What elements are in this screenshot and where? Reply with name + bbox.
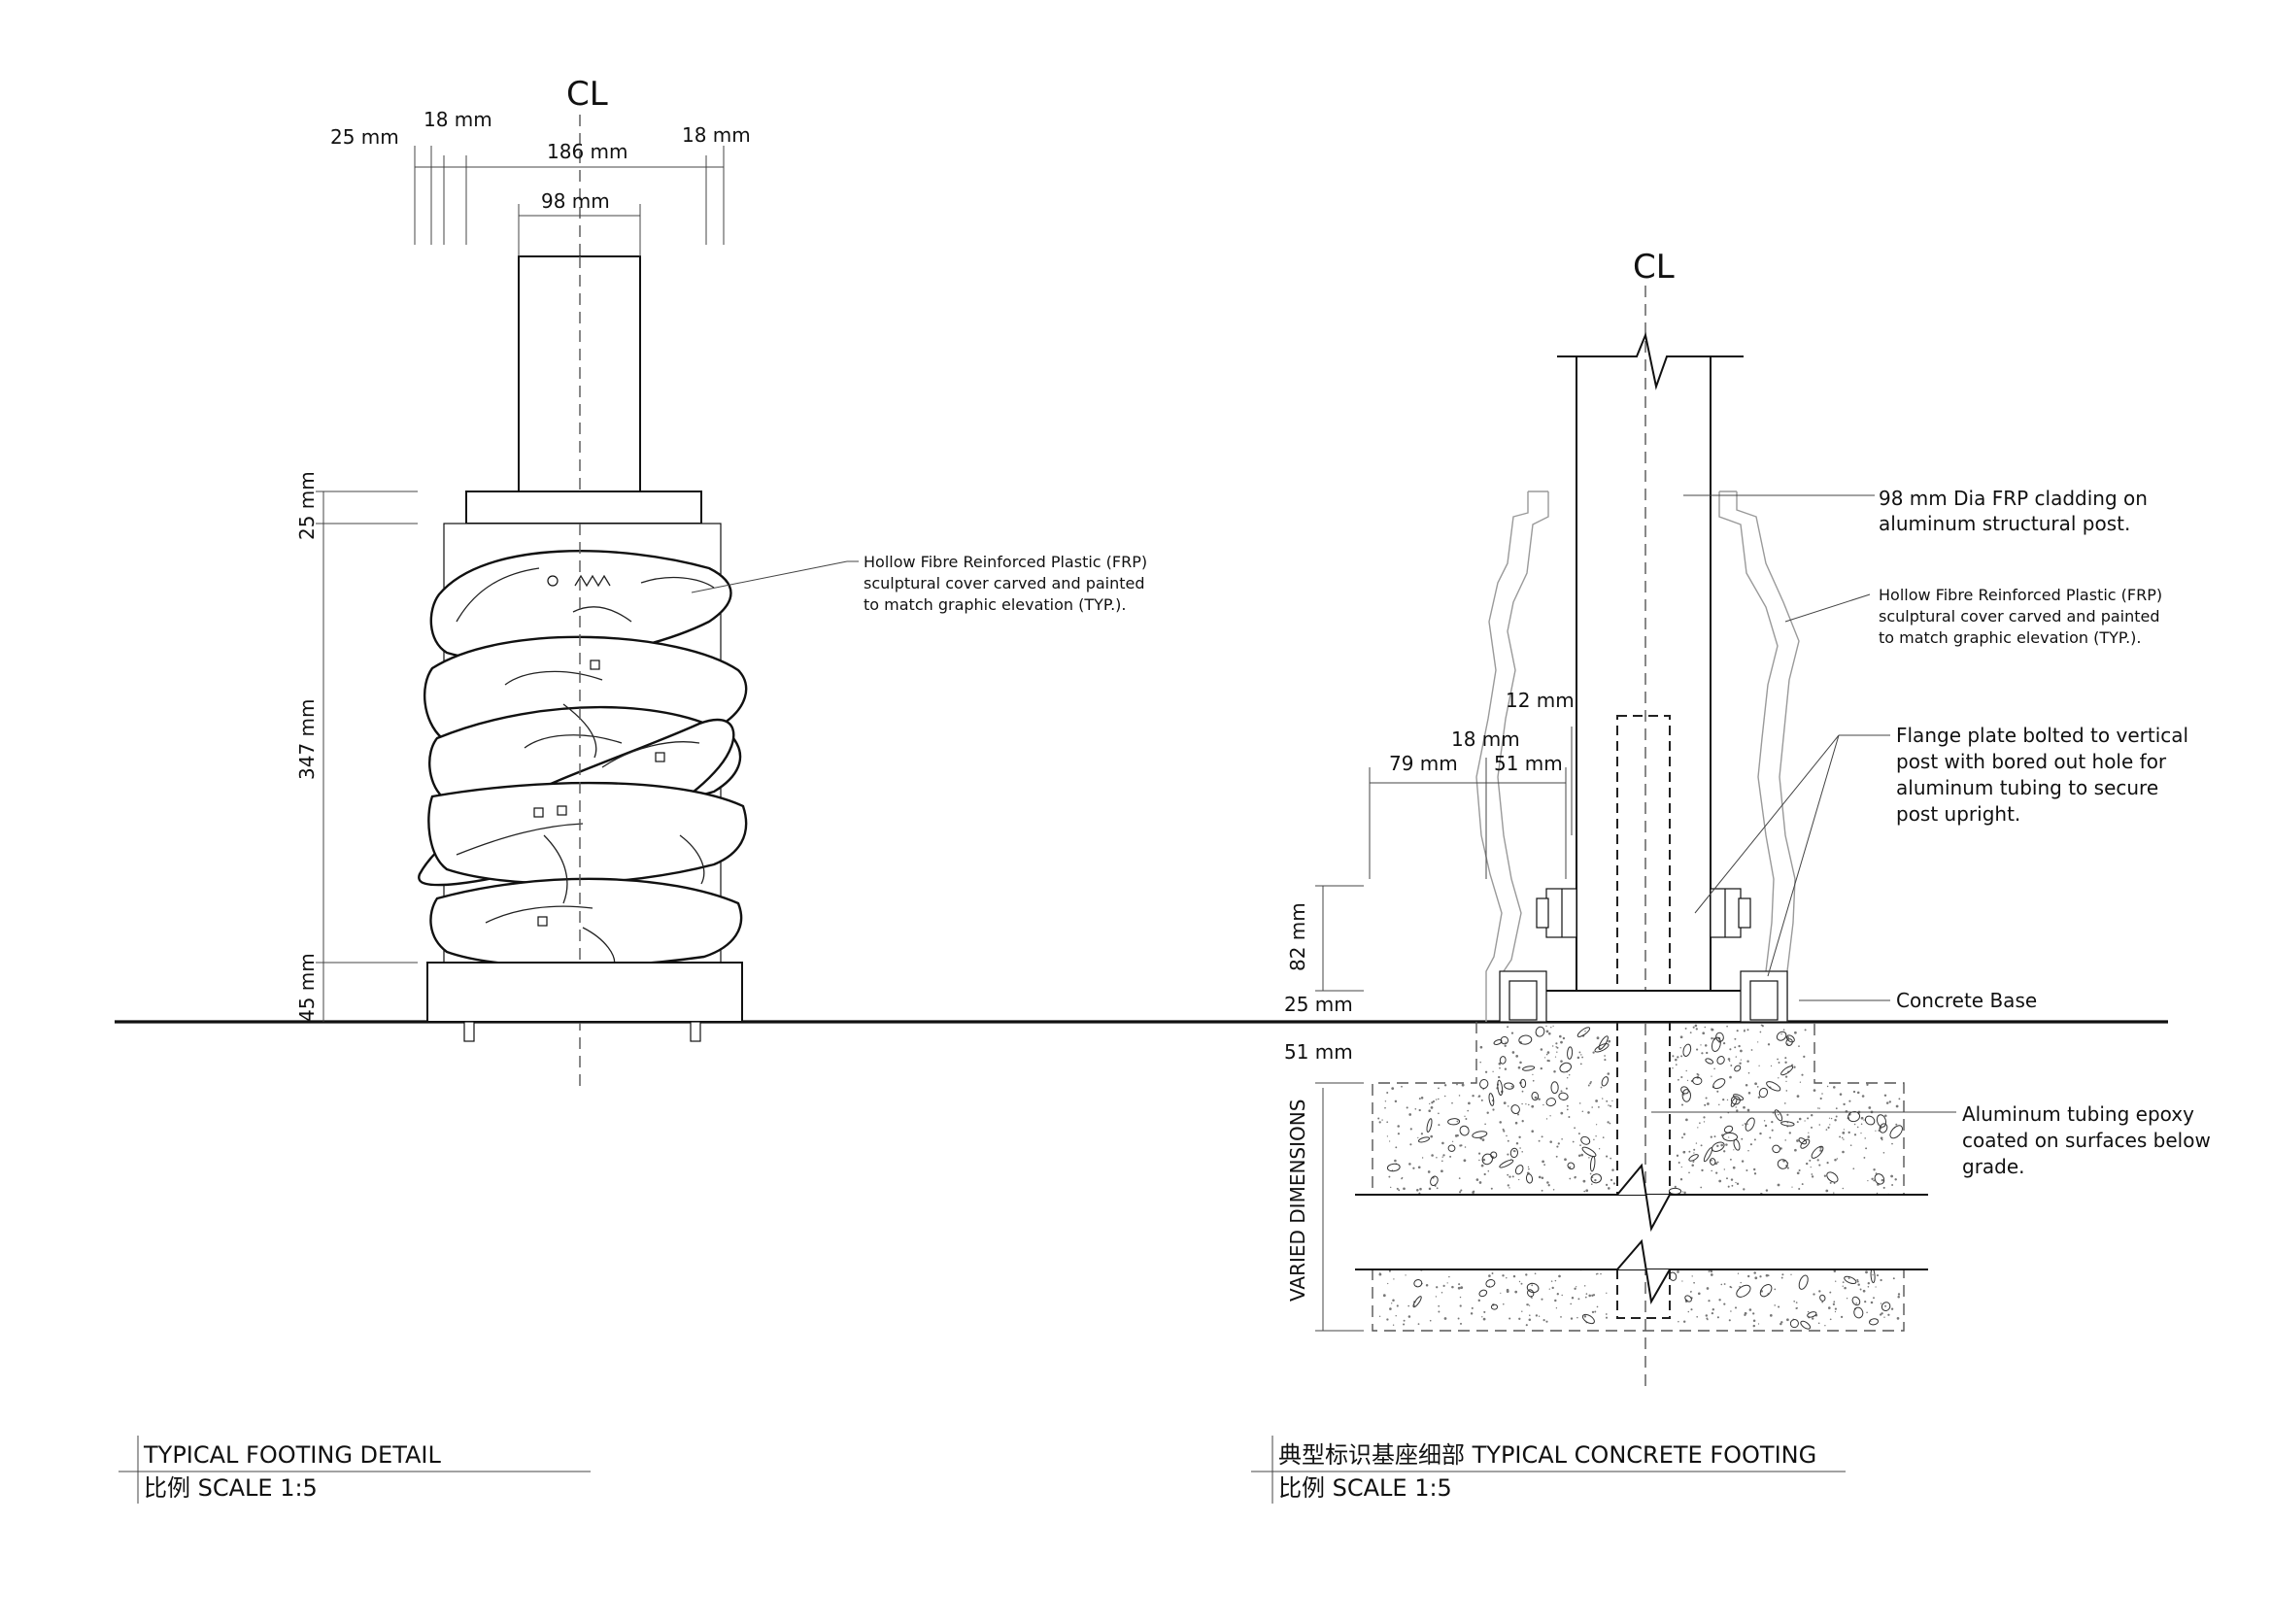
dim-18mm: 18 mm bbox=[1451, 727, 1520, 751]
left-anchor-bolt-1 bbox=[463, 1021, 475, 1042]
note-cover-line-1: Hollow Fibre Reinforced Plastic (FRP) bbox=[1879, 586, 2162, 604]
dim-18mm-top-right: 18 mm bbox=[682, 123, 751, 147]
dim-45mm-vertical: 45 mm bbox=[295, 953, 319, 1022]
note-flange-line-1: Flange plate bolted to vertical bbox=[1896, 724, 2188, 747]
note-flange-line-3: aluminum tubing to secure bbox=[1896, 776, 2158, 799]
right-concrete-footing-detail: CL bbox=[1251, 248, 2211, 1504]
tubing-break-top bbox=[1616, 1163, 1671, 1233]
right-callouts: 98 mm Dia FRP cladding on aluminum struc… bbox=[1651, 487, 2211, 1178]
note-cover-line-3: to match graphic elevation (TYP.). bbox=[1879, 628, 2142, 647]
left-footing-detail: CL bbox=[119, 75, 1147, 1504]
left-note-line-2: sculptural cover carved and painted bbox=[864, 574, 1145, 592]
dim-347mm-vertical: 347 mm bbox=[295, 699, 319, 781]
left-note-line-3: to match graphic elevation (TYP.). bbox=[864, 595, 1127, 614]
note-post-line-1: 98 mm Dia FRP cladding on bbox=[1879, 487, 2148, 510]
right-centerline-symbol: CL bbox=[1633, 248, 1675, 287]
dim-98mm: 98 mm bbox=[541, 189, 610, 213]
dim-25mm: 25 mm bbox=[1284, 993, 1353, 1016]
note-cover-line-2: sculptural cover carved and painted bbox=[1879, 607, 2160, 626]
concrete-footing bbox=[1355, 1022, 1928, 1332]
dim-18mm-top-left: 18 mm bbox=[424, 108, 492, 131]
left-anchor-bolt-2 bbox=[690, 1021, 701, 1042]
note-flange-line-2: post with bored out hole for bbox=[1896, 750, 2167, 773]
dim-82mm-vertical: 82 mm bbox=[1286, 902, 1309, 971]
dim-51mm-top: 51 mm bbox=[1494, 752, 1563, 775]
note-tubing-line-1: Aluminum tubing epoxy bbox=[1962, 1102, 2194, 1126]
dim-varied-dimensions: VARIED DIMENSIONS bbox=[1286, 1100, 1309, 1302]
right-title: 典型标识基座细部 TYPICAL CONCRETE FOOTING bbox=[1278, 1441, 1816, 1469]
left-vertical-dimensions: 25 mm 347 mm 45 mm bbox=[295, 471, 418, 1022]
concrete-stipple bbox=[1377, 1024, 1903, 1330]
note-flange-line-4: post upright. bbox=[1896, 802, 2020, 826]
right-title-block: 典型标识基座细部 TYPICAL CONCRETE FOOTING 比例 SCA… bbox=[1251, 1436, 1846, 1504]
note-tubing-line-2: coated on surfaces below bbox=[1962, 1129, 2211, 1152]
left-base-plate bbox=[426, 962, 743, 1023]
tubing-break-bottom bbox=[1616, 1238, 1671, 1304]
dim-25mm-vertical: 25 mm bbox=[295, 471, 319, 540]
note-post-line-2: aluminum structural post. bbox=[1879, 512, 2130, 535]
left-title-block: TYPICAL FOOTING DETAIL 比例 SCALE 1:5 bbox=[119, 1436, 591, 1504]
flange-plate-assembly bbox=[1499, 888, 1788, 1023]
right-frp-cover-outline bbox=[1475, 491, 1800, 1022]
left-note-line-1: Hollow Fibre Reinforced Plastic (FRP) bbox=[864, 553, 1147, 571]
right-scale: 比例 SCALE 1:5 bbox=[1278, 1474, 1452, 1502]
left-frp-callout: Hollow Fibre Reinforced Plastic (FRP) sc… bbox=[691, 553, 1147, 614]
frp-sculptural-cover bbox=[418, 523, 748, 972]
left-cap-plate bbox=[465, 491, 702, 524]
right-dimensions: 12 mm 18 mm 79 mm 51 mm 82 mm 25 mm 51 m… bbox=[1284, 689, 1575, 1332]
left-centerline-symbol: CL bbox=[566, 75, 608, 114]
dim-186mm: 186 mm bbox=[547, 140, 628, 163]
left-title: TYPICAL FOOTING DETAIL bbox=[143, 1441, 441, 1469]
dim-12mm: 12 mm bbox=[1506, 689, 1575, 712]
left-scale: 比例 SCALE 1:5 bbox=[144, 1474, 318, 1502]
note-concrete-base: Concrete Base bbox=[1896, 989, 2037, 1012]
note-tubing-line-3: grade. bbox=[1962, 1155, 2025, 1178]
dim-51mm: 51 mm bbox=[1284, 1040, 1353, 1064]
left-horizontal-dimensions: 25 mm 18 mm 186 mm 18 mm 98 mm bbox=[330, 108, 751, 256]
right-post bbox=[1557, 331, 1744, 390]
dim-79mm: 79 mm bbox=[1389, 752, 1458, 775]
dim-25mm-top: 25 mm bbox=[330, 125, 399, 149]
